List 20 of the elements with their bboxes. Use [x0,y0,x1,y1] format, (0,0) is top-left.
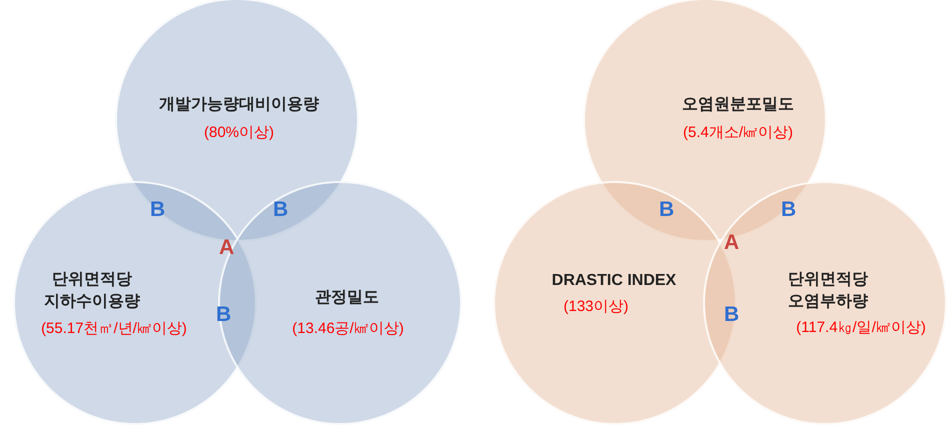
region-letter: B [273,199,288,220]
threshold-value: (80%이상) [204,124,274,142]
region-letter: B [781,199,796,220]
region-letter: A [724,232,740,253]
threshold-value: (5.4개소/㎢이상) [682,124,793,142]
region-letter: B [659,199,674,220]
threshold-value: (117.4㎏/일/㎢이상) [796,318,926,338]
region-letter: B [150,199,166,220]
criterion-label: 오염원분포밀도 [682,95,794,115]
criterion-label: 관정밀도 [315,288,379,308]
threshold-value: (13.46공/㎢이상) [292,320,404,338]
threshold-value: (133이상) [563,298,629,316]
criterion-label: DRASTIC INDEX [552,271,676,291]
region-letter: B [216,304,232,325]
threshold-value: (55.17천㎥/년/㎢이상) [41,320,187,338]
region-letter: A [219,237,234,258]
region-letter: B [724,304,740,325]
criterion-label: 단위면적당 오염부하량 [787,270,869,312]
criterion-label: 단위면적당 지하수이용량 [43,270,141,312]
criterion-label: 개발가능량대비이용량 [159,95,319,115]
